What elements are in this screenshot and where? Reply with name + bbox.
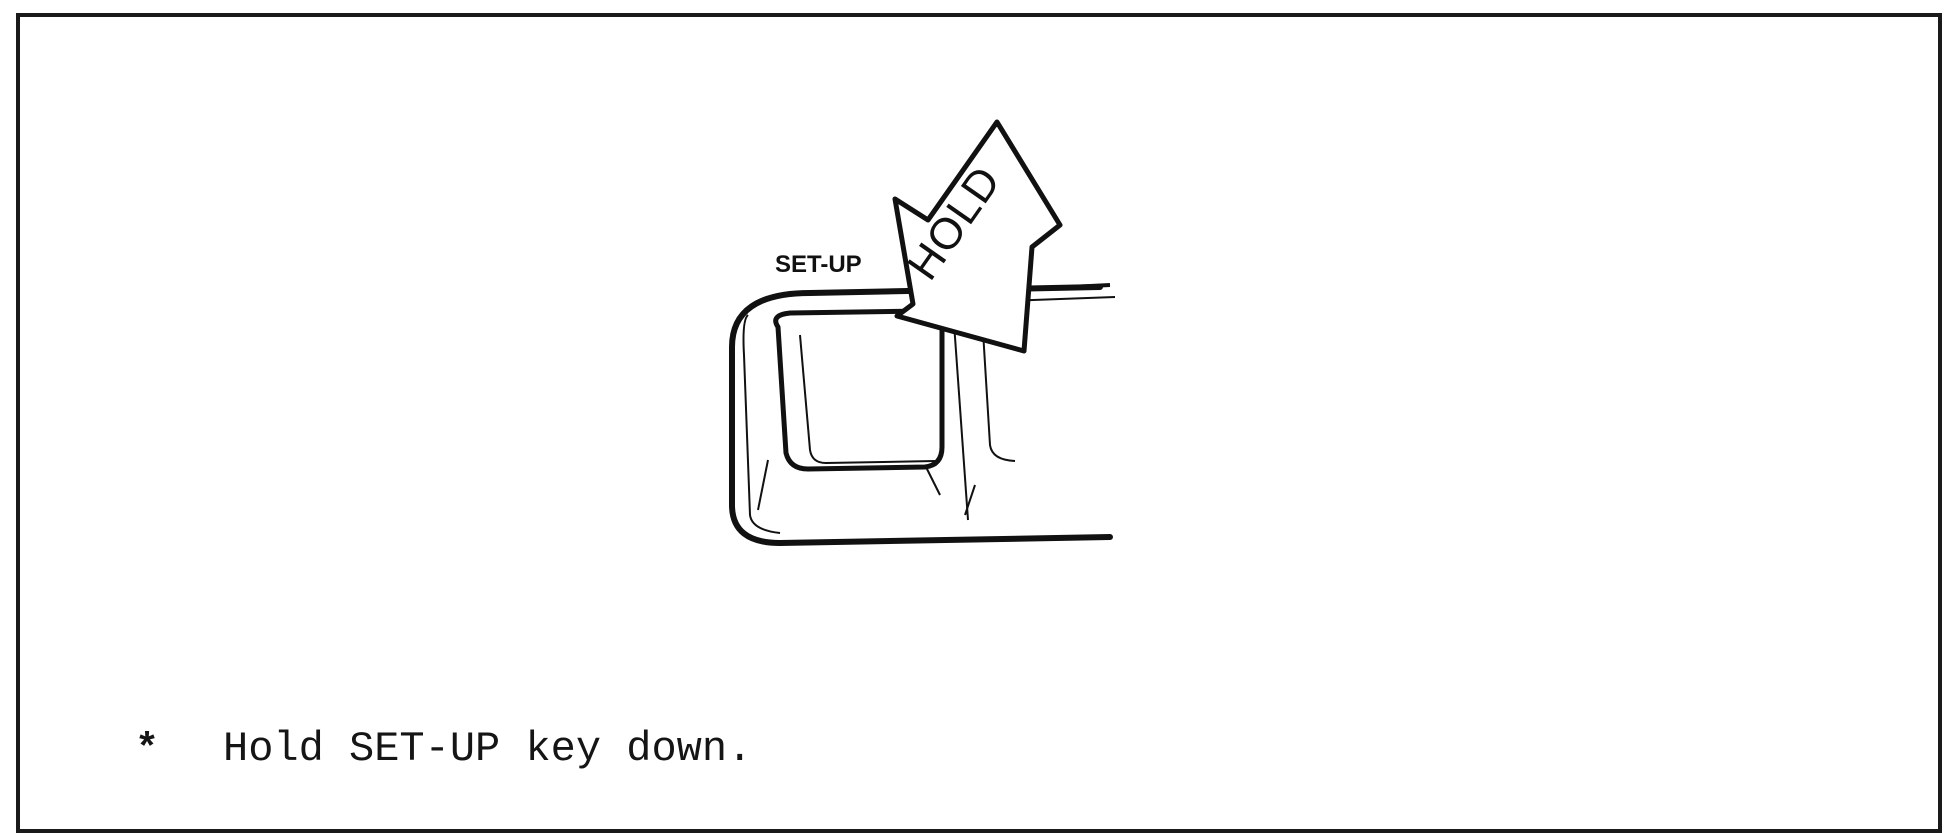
- setup-key-shade: [800, 335, 935, 463]
- bullet-marker: *: [135, 728, 223, 773]
- key-edge-line-left: [758, 460, 768, 510]
- hold-arrow-icon: HOLD: [895, 122, 1060, 351]
- keyboard-illustration: SET-UP HOLD: [720, 115, 1120, 545]
- key-housing-outline: [732, 287, 1110, 543]
- instruction-text: Hold SET-UP key down.: [223, 725, 752, 773]
- key-edge-line-bottom: [925, 465, 940, 495]
- instruction-line: * Hold SET-UP key down.: [135, 725, 752, 773]
- key-housing-inner-edge: [744, 315, 781, 533]
- setup-key-label: SET-UP: [775, 251, 862, 278]
- setup-key-cap: [776, 311, 942, 469]
- keyboard-key-icon: SET-UP HOLD: [720, 115, 1120, 545]
